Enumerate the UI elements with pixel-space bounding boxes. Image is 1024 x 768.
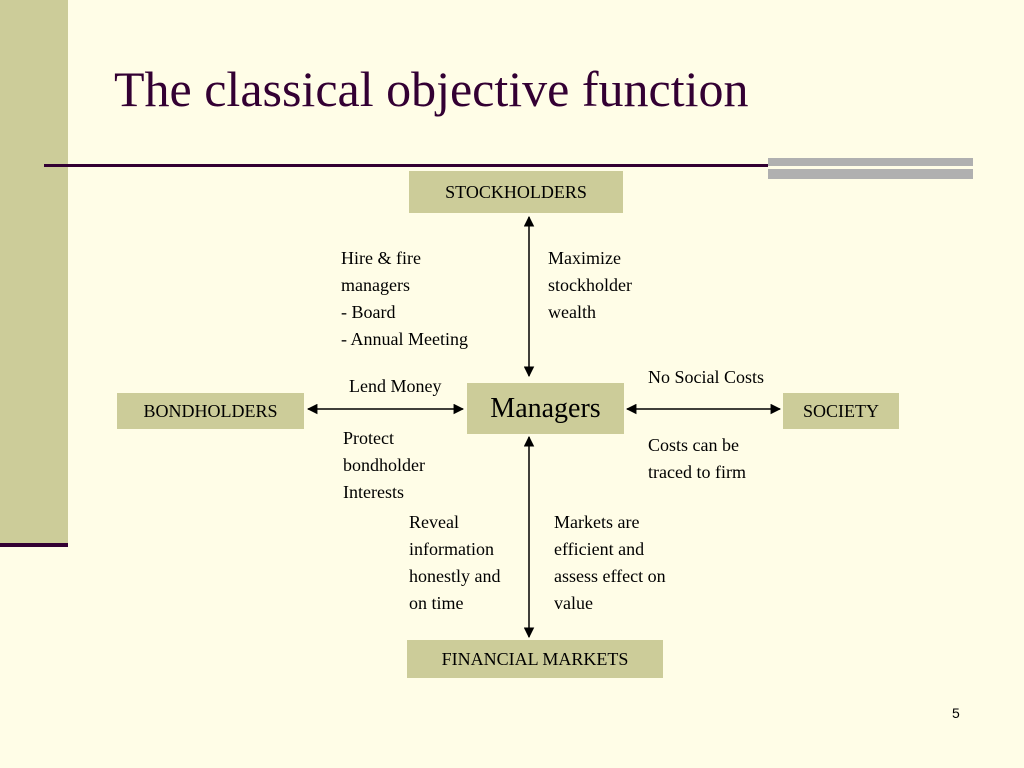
lend-money-label: Lend Money — [349, 376, 442, 396]
bondholders-box: BONDHOLDERS — [117, 393, 304, 429]
maximize-wealth-label: Maximize stockholder wealth — [548, 248, 632, 322]
title-rule — [44, 164, 973, 167]
stockholders-box: STOCKHOLDERS — [409, 171, 623, 213]
protect-bondholder-label: Protect bondholder Interests — [343, 428, 425, 502]
reveal-information-label: Reveal information honestly and on time — [409, 512, 501, 613]
markets-efficient-label: Markets are efficient and assess effect … — [554, 512, 666, 613]
society-box: SOCIETY — [783, 393, 899, 429]
managers-box: Managers — [467, 383, 624, 434]
slide-title: The classical objective function — [114, 61, 749, 117]
costs-traced-label: Costs can be traced to firm — [648, 435, 746, 482]
no-social-costs-label: No Social Costs — [648, 367, 765, 387]
page-number: 5 — [952, 705, 960, 721]
left-bar-rule — [0, 543, 68, 547]
hire-fire-label: Hire & fire managers - Board - Annual Me… — [341, 248, 468, 349]
left-decorative-bar — [0, 0, 68, 546]
financial-markets-box: FINANCIAL MARKETS — [407, 640, 663, 678]
corner-accent — [768, 158, 973, 179]
